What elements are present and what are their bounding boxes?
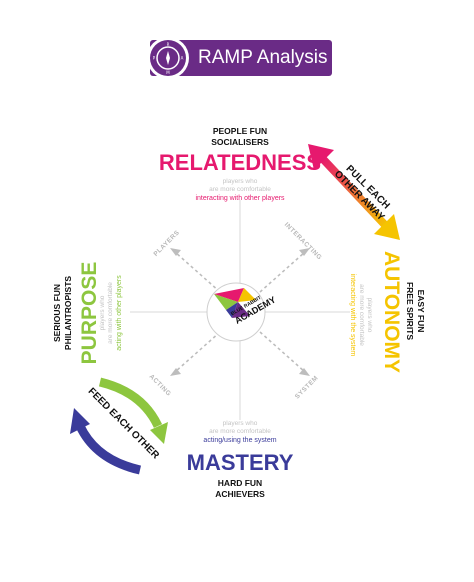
autonomy-highlight: interacting with the system [349, 273, 356, 357]
svg-text:R: R [167, 42, 170, 47]
bottom-line1: HARD FUN [217, 478, 263, 488]
mastery-faint2: are more comfortable [209, 428, 271, 435]
relatedness-highlight: interacting with other players [195, 195, 285, 202]
mastery-description: players who are more comfortable acting/… [170, 420, 310, 445]
mastery-highlight: acting/using the system [203, 437, 277, 444]
autonomy-faint1: players who [366, 297, 373, 333]
right-line2: FREE SPIRITS [405, 281, 415, 341]
purpose-faint2: are more comfortable [107, 282, 114, 344]
top-subtitle: PEOPLE FUN SOCIALISERS [180, 126, 300, 148]
players-dashed-arrow [174, 251, 221, 293]
top-line2: SOCIALISERS [211, 137, 269, 147]
feed-each-other-arrows-icon [70, 377, 168, 475]
autonomy-title: AUTONOMY [380, 250, 403, 374]
left-line1: SERIOUS FUN [52, 283, 62, 343]
system-arrowhead [299, 368, 310, 376]
svg-text:M: M [166, 70, 170, 75]
purpose-title: PURPOSE [78, 261, 101, 365]
purpose-highlight: acting with other players [116, 275, 123, 351]
top-line1: PEOPLE FUN [212, 126, 268, 136]
autonomy-description: players who are more comfortable interac… [347, 255, 373, 375]
acting-dashed-arrow [174, 331, 221, 373]
bottom-subtitle: HARD FUN ACHIEVERS [180, 478, 300, 500]
relatedness-faint2: are more comfortable [209, 186, 271, 193]
relatedness-faint1: players who [222, 178, 258, 185]
relatedness-description: players who are more comfortable interac… [160, 178, 320, 203]
autonomy-faint2: are more comfortable [358, 284, 365, 346]
svg-text:P: P [153, 56, 156, 61]
players-arrowhead [170, 248, 181, 256]
mastery-title: MASTERY [186, 450, 294, 475]
left-subtitle: SERIOUS FUN PHILANTROPISTS [52, 268, 74, 358]
right-subtitle: EASY FUN FREE SPIRITS [404, 266, 426, 356]
interacting-arrowhead [299, 248, 310, 256]
system-dashed-arrow [259, 331, 306, 373]
interacting-dashed-arrow [259, 251, 306, 293]
pull-each-other-away-arrow-icon [308, 144, 400, 240]
bottom-line2: ACHIEVERS [215, 489, 265, 499]
mastery-faint1: players who [222, 420, 258, 427]
purpose-description: players who are more comfortable acting … [99, 253, 125, 373]
autonomy-block: AUTONOMY [380, 242, 403, 382]
page-title: RAMP Analysis [198, 47, 328, 68]
rabbit-academy-logo-icon [206, 282, 266, 342]
left-line2: PHILANTROPISTS [63, 275, 73, 351]
purpose-faint1: players who [99, 295, 106, 331]
right-line1: EASY FUN [416, 289, 426, 333]
acting-arrowhead [170, 368, 181, 376]
purpose-block: PURPOSE [78, 243, 101, 383]
svg-text:A: A [181, 56, 184, 61]
compass-logo-icon: R A M P [147, 37, 189, 79]
relatedness-title: RELATEDNESS [158, 150, 322, 175]
